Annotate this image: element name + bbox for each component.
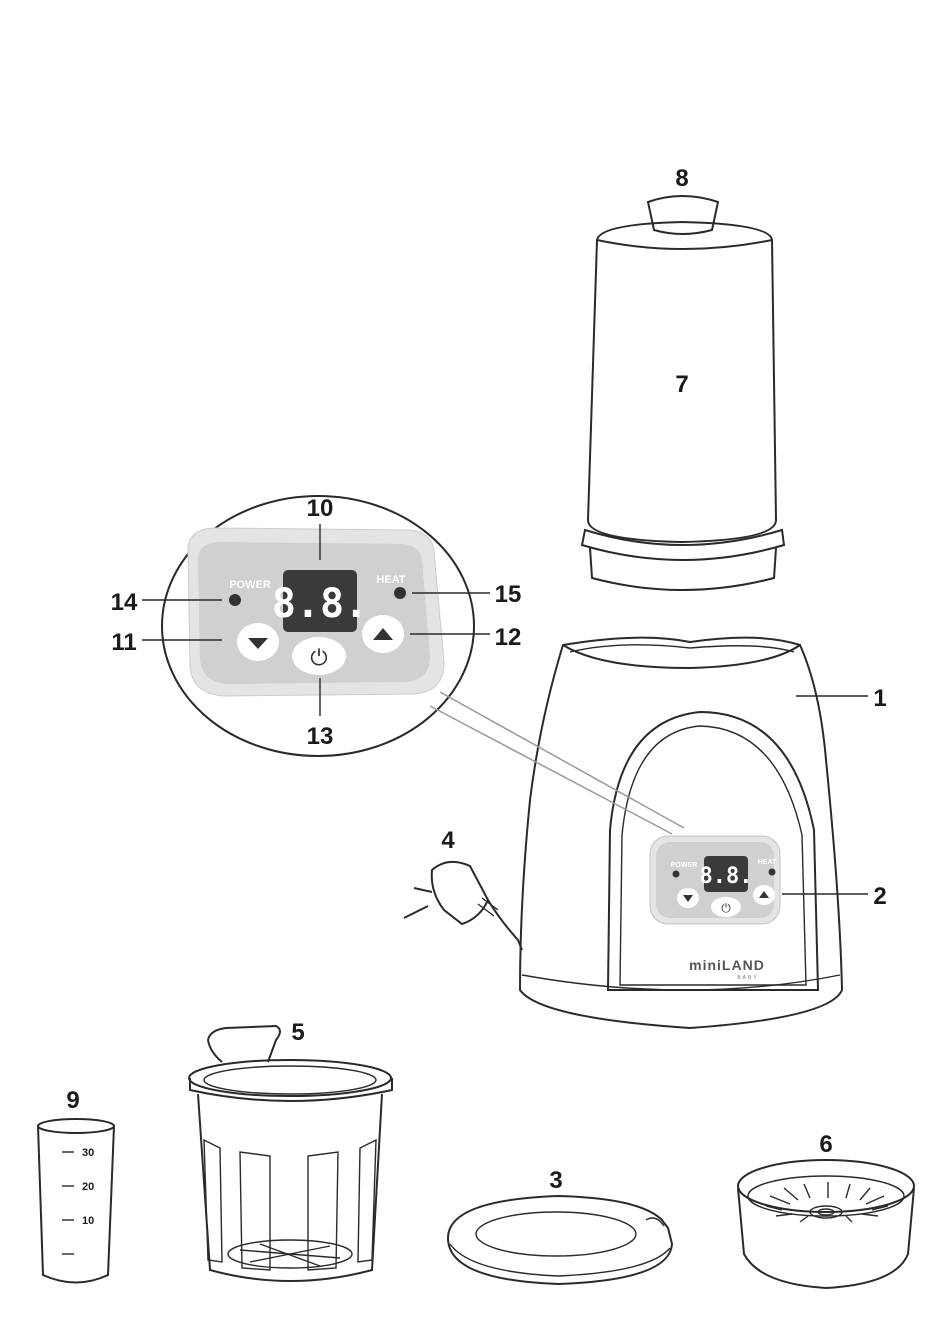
small-heat-label: HEAT bbox=[758, 859, 777, 866]
callout-3: 3 bbox=[549, 1167, 562, 1194]
power-plug bbox=[404, 862, 522, 950]
callout-11: 11 bbox=[111, 629, 136, 656]
callout-5: 5 bbox=[291, 1019, 304, 1046]
basket-part bbox=[189, 1026, 392, 1281]
small-power-symbol-icon: ⏻ bbox=[721, 901, 731, 915]
callout-1: 1 bbox=[873, 685, 886, 712]
control-panel-zoom: 8.8. POWER HEAT ⏻ bbox=[162, 496, 684, 834]
zoom-display-readout: 8.8. bbox=[272, 581, 368, 627]
cup-tick-30: 30 bbox=[82, 1147, 94, 1159]
callout-2: 2 bbox=[873, 883, 886, 910]
zoom-power-label: POWER bbox=[229, 579, 271, 591]
brand-sub-logo: BABY bbox=[737, 975, 758, 981]
callout-12: 12 bbox=[495, 624, 522, 651]
zoom-power-symbol-icon: ⏻ bbox=[310, 646, 327, 671]
small-power-led bbox=[673, 871, 680, 878]
bowl-rack-part bbox=[738, 1160, 914, 1288]
base-unit: 8.8. POWER HEAT ⏻ miniLAND BABY bbox=[520, 638, 842, 1028]
cup-tick-10: 10 bbox=[82, 1215, 94, 1227]
cup-tick-20: 20 bbox=[82, 1181, 94, 1193]
knob-part bbox=[648, 196, 718, 234]
brand-logo: miniLAND bbox=[689, 957, 765, 973]
callout-4: 4 bbox=[441, 827, 455, 854]
callout-10: 10 bbox=[307, 495, 334, 522]
callout-8: 8 bbox=[675, 165, 688, 192]
callout-6: 6 bbox=[819, 1131, 832, 1158]
measuring-cup-part: 30 20 10 bbox=[38, 1119, 114, 1283]
small-display-readout: 8.8. bbox=[700, 864, 753, 889]
callout-15: 15 bbox=[495, 581, 522, 608]
zoom-heat-led bbox=[394, 587, 406, 599]
zoom-heat-label: HEAT bbox=[376, 574, 405, 586]
ring-part bbox=[448, 1196, 672, 1284]
callout-13: 13 bbox=[307, 723, 334, 750]
cover-part bbox=[582, 222, 784, 590]
small-power-label: POWER bbox=[671, 862, 697, 869]
callout-9: 9 bbox=[66, 1087, 79, 1114]
callout-14: 14 bbox=[111, 589, 138, 616]
zoom-power-led bbox=[229, 594, 241, 606]
small-heat-led bbox=[769, 869, 776, 876]
callout-7: 7 bbox=[675, 371, 688, 398]
